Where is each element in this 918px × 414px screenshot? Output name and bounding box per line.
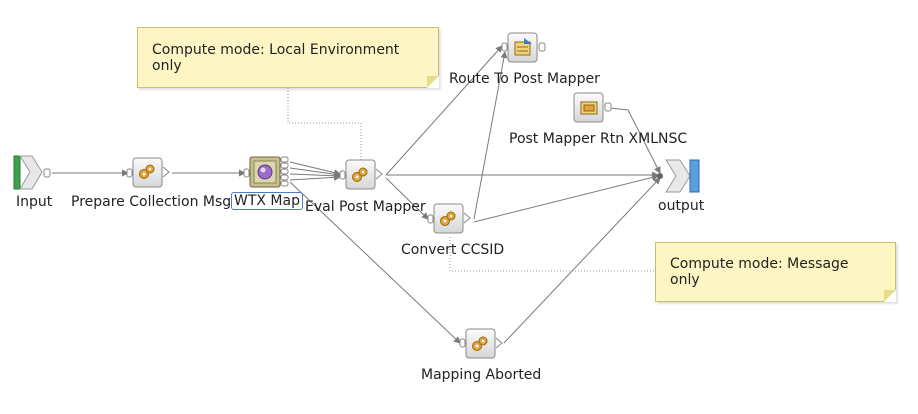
conn-wtx-eval-1 <box>289 161 341 177</box>
connections <box>52 45 661 344</box>
route-to-post-mapper-label: Route To Post Mapper <box>449 71 600 87</box>
conn-wtx-eval-3 <box>289 172 341 180</box>
mapping-aborted-label: Mapping Aborted <box>421 367 542 383</box>
note-connector-message-only <box>449 237 655 272</box>
convert-ccsid-label: Convert CCSID <box>401 242 505 258</box>
prepare-collection-node[interactable] <box>126 157 170 188</box>
note-connector-local-env <box>287 88 362 160</box>
gears-icon <box>440 211 456 226</box>
note-fold-icon <box>427 76 439 88</box>
conn-wtx-eval-4 <box>289 173 341 181</box>
input-node[interactable] <box>13 155 51 190</box>
note-fold-icon <box>884 290 896 302</box>
output-node[interactable] <box>657 159 700 193</box>
prepare-collection-label: Prepare Collection Msg <box>71 194 232 210</box>
route-icon <box>514 38 532 56</box>
conn-aborted-output <box>503 177 661 344</box>
eval-post-mapper-label: Eval Post Mapper <box>305 199 426 215</box>
route-to-post-mapper-node[interactable] <box>501 32 546 63</box>
eval-post-mapper-node[interactable] <box>339 159 383 190</box>
conn-convert-route <box>473 51 508 220</box>
mapping-aborted-node[interactable] <box>459 328 503 359</box>
wtx-map-icon <box>257 164 273 180</box>
convert-ccsid-node[interactable] <box>427 203 471 234</box>
wtx-map-label: WTX Map <box>231 192 303 210</box>
post-mapper-rtn-node[interactable] <box>573 92 612 123</box>
mq-output-icon <box>665 159 691 193</box>
note-local-environment-text: Compute mode: Local Environment only <box>152 41 400 74</box>
gears-icon <box>472 336 488 351</box>
xml-parser-icon <box>580 101 598 115</box>
wtx-map-node[interactable] <box>243 156 289 188</box>
gears-icon <box>139 164 155 179</box>
conn-wtx-aborted <box>289 181 461 344</box>
conn-convert-output <box>473 174 659 223</box>
gears-icon <box>352 167 368 182</box>
mq-input-icon <box>19 155 43 190</box>
conn-eval-convert <box>385 177 429 220</box>
conn-wtx-eval-2 <box>289 167 341 178</box>
conn-postrtn-output <box>609 107 661 174</box>
conn-eval-route <box>385 45 503 176</box>
note-message-only-text: Compute mode: Message only <box>670 256 849 288</box>
output-label: output <box>658 198 705 214</box>
post-mapper-rtn-label: Post Mapper Rtn XMLNSC <box>509 131 688 147</box>
note-message-only[interactable]: Compute mode: Message only <box>655 242 896 302</box>
note-local-environment[interactable]: Compute mode: Local Environment only <box>137 27 439 88</box>
input-label: Input <box>16 194 53 210</box>
